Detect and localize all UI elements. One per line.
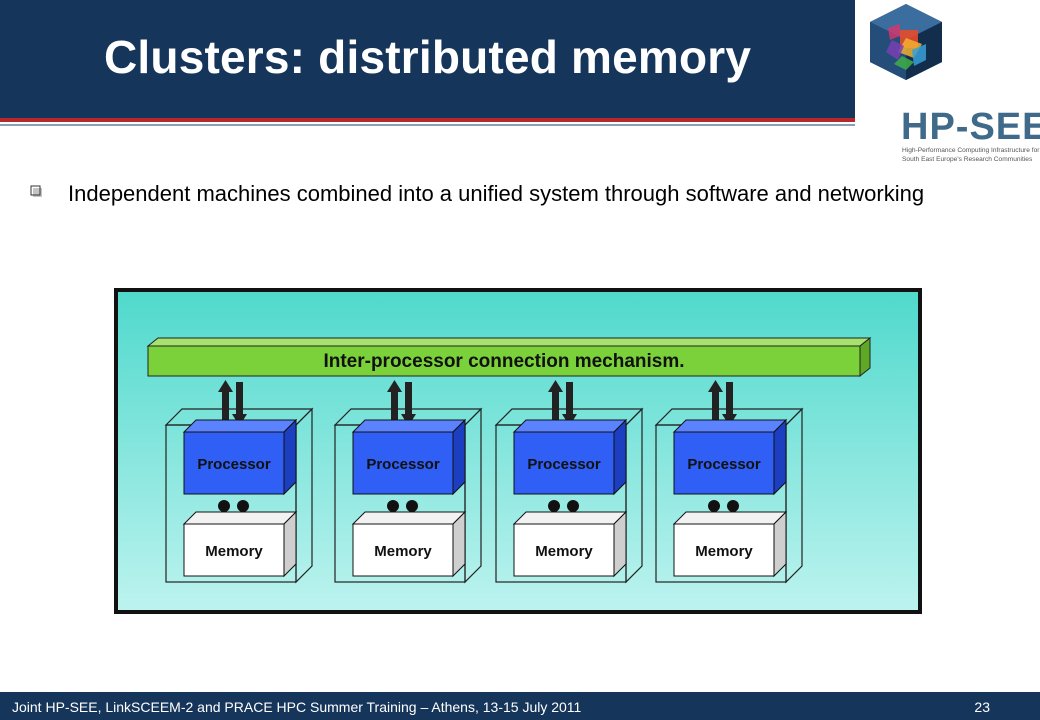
- connector-icon: [218, 500, 249, 512]
- memory-box: Memory: [512, 510, 628, 578]
- processor-label: Processor: [687, 456, 761, 473]
- header-accent-line: [0, 118, 855, 122]
- bullet-text: Independent machines combined into a uni…: [68, 181, 925, 206]
- interconnect-bus: Inter-processor connection mechanism.: [146, 336, 872, 378]
- processor-label: Processor: [197, 456, 271, 473]
- memory-label: Memory: [695, 543, 753, 560]
- processor-box: Processor: [182, 418, 298, 496]
- memory-box: Memory: [351, 510, 467, 578]
- processor-box: Processor: [351, 418, 467, 496]
- processor-box: Processor: [672, 418, 788, 496]
- memory-label: Memory: [535, 543, 593, 560]
- memory-box: Memory: [672, 510, 788, 578]
- memory-label: Memory: [205, 543, 263, 560]
- bus-label: Inter-processor connection mechanism.: [323, 351, 684, 372]
- footer-text: Joint HP-SEE, LinkSCEEM-2 and PRACE HPC …: [12, 699, 582, 715]
- header-divider: [0, 124, 855, 126]
- memory-box: Memory: [182, 510, 298, 578]
- connector-icon: [387, 500, 418, 512]
- logo-wordmark: HP-SEE: [901, 106, 1040, 148]
- connector-icon: [708, 500, 739, 512]
- logo-subtitle: High-Performance Computing Infrastructur…: [902, 147, 1040, 163]
- cluster-diagram: Inter-processor connection mechanism. Pr…: [114, 288, 922, 614]
- memory-label: Memory: [374, 543, 432, 560]
- square-bullet-icon: [30, 185, 42, 197]
- header-bar: [0, 0, 855, 118]
- processor-label: Processor: [366, 456, 440, 473]
- slide-title: Clusters: distributed memory: [104, 31, 752, 83]
- page-number: 23: [974, 699, 990, 715]
- hp-see-logo-icon: [870, 4, 942, 80]
- processor-label: Processor: [527, 456, 601, 473]
- footer-bar: [0, 692, 1040, 720]
- connector-icon: [548, 500, 579, 512]
- processor-box: Processor: [512, 418, 628, 496]
